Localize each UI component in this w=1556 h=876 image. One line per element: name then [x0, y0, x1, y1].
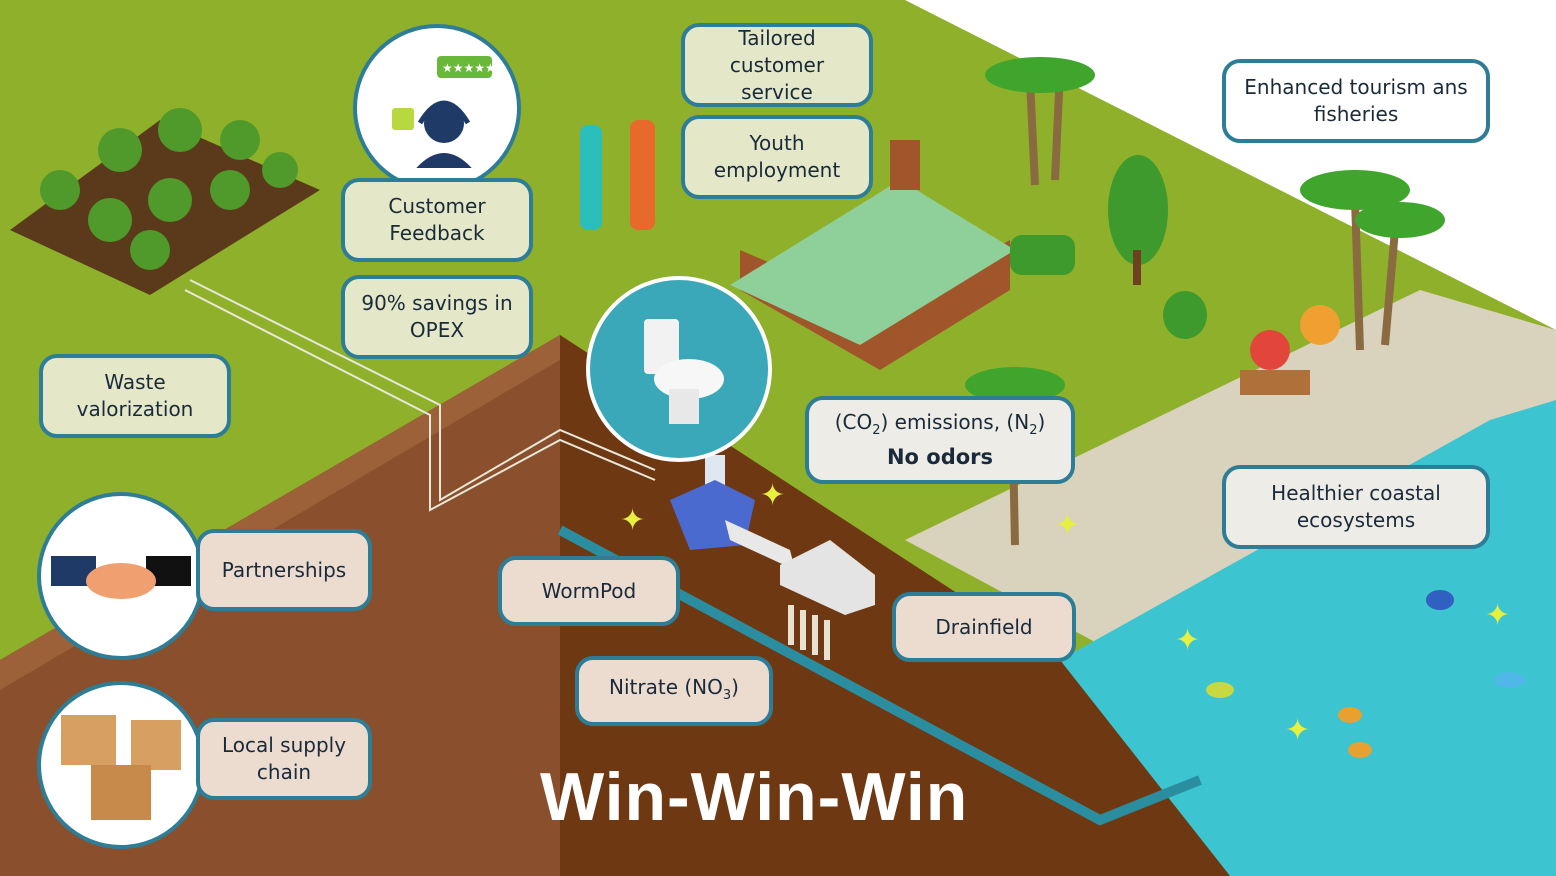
svg-text:✦: ✦ [760, 478, 785, 513]
nitrate-text: Nitrate (NO3) [609, 674, 739, 703]
emissions-label: (CO2) emissions, (N2) No odors [805, 396, 1075, 484]
customer-feedback-label: Customer Feedback [341, 178, 533, 262]
sparkles: ✦ ✦ ✦ ✦ ✦ ✦ [620, 478, 1510, 748]
emissions-text: (CO2) emissions, (N2) [834, 410, 1046, 438]
wormpod-device [670, 455, 875, 660]
partnerships-icon-circle [37, 492, 205, 660]
supply-chain-icon-circle [37, 681, 205, 849]
boxes-icon [61, 715, 181, 820]
trees [1010, 155, 1207, 339]
svg-text:✦: ✦ [1485, 598, 1510, 633]
svg-text:★★★★★: ★★★★★ [442, 61, 492, 75]
tourism-fisheries-label: Enhanced tourism ans fisheries [1222, 59, 1490, 143]
svg-text:✦: ✦ [1285, 713, 1310, 748]
drainfield-label: Drainfield [892, 592, 1076, 662]
coastal-ecosystems-label: Healthier coastal ecosystems [1222, 465, 1490, 549]
toilet-icon [644, 319, 724, 424]
waste-valorization-label: Waste valorization [39, 354, 231, 438]
local-supply-chain-label: Local supply chain [196, 718, 372, 800]
partnerships-label: Partnerships [196, 529, 372, 611]
youth-employment-label: Youth employment [681, 115, 873, 199]
handshake-icon [51, 556, 191, 599]
fish [1206, 590, 1526, 758]
tailored-customer-service-label: Tailored customer service [681, 23, 873, 107]
people [580, 120, 655, 230]
headset-support-icon: ★★★★★ [392, 56, 492, 168]
nitrate-label: Nitrate (NO3) [575, 656, 773, 726]
customer-feedback-icon-circle: ★★★★★ [353, 24, 521, 192]
crop-field [10, 108, 320, 295]
no-odors-text: No odors [886, 445, 994, 469]
wormpod-label: WormPod [498, 556, 680, 626]
house [730, 140, 1015, 370]
svg-text:✦: ✦ [1175, 623, 1200, 658]
svg-text:✦: ✦ [1055, 508, 1080, 543]
svg-text:✦: ✦ [620, 503, 645, 538]
win-win-win-title: Win-Win-Win [540, 759, 969, 835]
beach-umbrellas [1240, 305, 1340, 395]
opex-savings-label: 90% savings in OPEX [341, 275, 533, 359]
toilet-icon-circle [586, 276, 772, 462]
